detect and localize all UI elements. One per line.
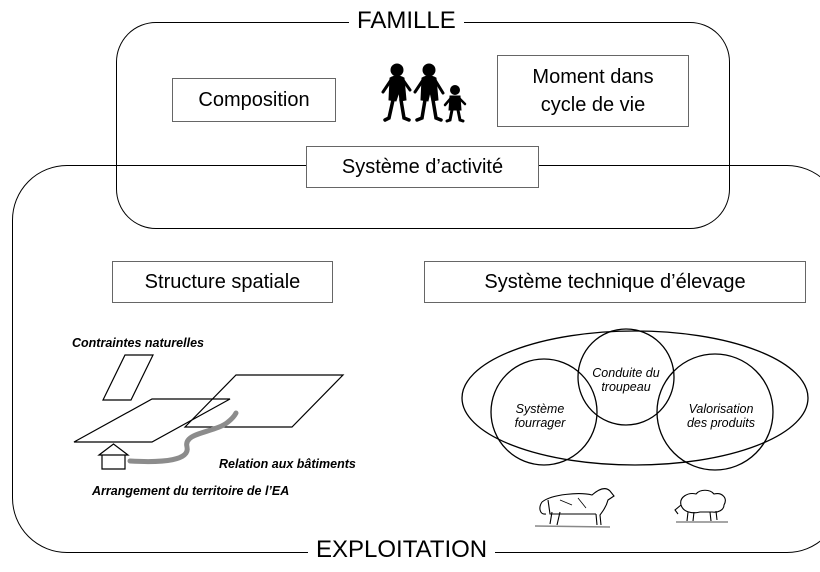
circle-fourrager [490,358,598,466]
cow-icon [534,488,615,528]
elevage-circles [461,328,809,471]
arrangement-label: Arrangement du territoire de l’EA [92,484,290,498]
conduite-line1: Conduite du [592,366,660,380]
moment-label-line1: Moment dans [532,66,654,88]
moment-box: Moment dans cycle de vie [497,55,689,127]
contraintes-label: Contraintes naturelles [72,336,204,350]
famille-title: FAMILLE [349,7,464,35]
systeme-technique-label: Système technique d’élevage [484,271,746,293]
fourrager-label: Système fourrager [505,402,575,430]
parcel-left [73,398,231,443]
house-icon [97,443,130,470]
parcel-small [102,354,154,401]
valorisation-line2: des produits [686,416,756,430]
composition-label: Composition [198,89,310,111]
relation-label: Relation aux bâtiments [219,457,356,471]
circle-valorisation [656,353,774,471]
structure-spatiale-box: Structure spatiale [112,261,333,303]
outer-ellipse [461,330,809,466]
systeme-activite-label: Système d’activité [341,156,504,178]
circle-conduite [577,328,675,426]
fourrager-line1: Système [515,402,565,416]
parcel-right [183,374,345,428]
conduite-line2: troupeau [601,380,651,394]
systeme-technique-box: Système technique d’élevage [424,261,806,303]
structure-spatiale-label: Structure spatiale [144,271,301,293]
valorisation-line1: Valorisation [688,402,754,416]
conduite-label: Conduite du troupeau [592,366,660,394]
composition-box: Composition [172,78,336,122]
moment-label-line2: cycle de vie [540,94,646,116]
systeme-activite-box: Système d’activité [306,146,539,188]
territory-parcels [73,354,345,443]
access-path [127,410,239,465]
fourrager-line2: fourrager [514,416,566,430]
exploitation-title: EXPLOITATION [308,536,496,564]
sheep-icon [674,489,728,523]
valorisation-label: Valorisation des produits [673,402,769,430]
family-icon [381,63,467,123]
